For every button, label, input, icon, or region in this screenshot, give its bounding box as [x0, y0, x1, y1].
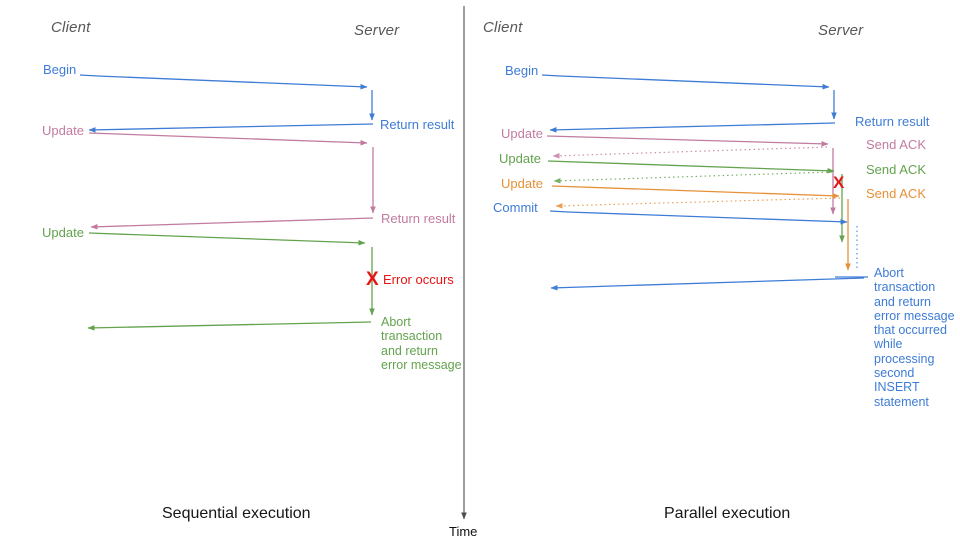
- par-update2-request-arrow: [547, 160, 835, 174]
- par-server-header: Server: [818, 22, 864, 39]
- seq-server-header: Server: [354, 22, 400, 39]
- par-ack3-label: Send ACK: [866, 186, 926, 201]
- par-ack3-arrow: [555, 197, 841, 209]
- par-update1-request-arrow: [546, 135, 829, 147]
- seq-update1-label: Update: [42, 123, 84, 138]
- par-return-result-arrow: [549, 122, 836, 133]
- seq-begin-label: Begin: [43, 62, 77, 77]
- par-update2-label: Update: [499, 151, 541, 166]
- par-ack2-label: Send ACK: [866, 162, 926, 177]
- seq-update1-request-arrow: [88, 132, 368, 146]
- par-update3-label: Update: [501, 176, 543, 191]
- par-return-result-label: Return result: [855, 114, 930, 129]
- seq-error-label: Error occurs: [383, 272, 454, 287]
- par-begin-label: Begin: [505, 63, 539, 78]
- par-commit-request-arrow: [549, 210, 848, 225]
- seq-return-result2-label: Return result: [381, 211, 456, 226]
- seq-caption: Sequential execution: [162, 505, 311, 522]
- sequential-arrows: [79, 74, 376, 331]
- par-abort-response-arrow: [550, 277, 865, 291]
- seq-return-result1-arrow: [88, 123, 374, 133]
- par-abort-label: Abort transaction and return error messa…: [874, 266, 955, 409]
- seq-update2-request-arrow: [88, 232, 366, 246]
- seq-update2-label: Update: [42, 225, 84, 240]
- par-commit-label: Commit: [493, 200, 538, 215]
- par-begin-request-arrow: [541, 74, 830, 90]
- par-ack1-label: Send ACK: [866, 137, 926, 152]
- time-axis-label: Time: [449, 524, 478, 539]
- par-update1-label: Update: [501, 126, 543, 141]
- parallel-arrows: [541, 74, 868, 291]
- seq-return-result2-arrow: [90, 217, 374, 230]
- seq-begin-request-arrow: [79, 74, 368, 90]
- par-ack2-arrow: [553, 171, 833, 184]
- par-ack1-arrow: [552, 146, 828, 159]
- seq-abort-label: Abort transaction and return error messa…: [381, 315, 462, 372]
- par-update3-request-arrow: [551, 185, 840, 199]
- par-client-header: Client: [483, 19, 523, 36]
- seq-error-x-icon: X: [366, 269, 379, 290]
- seq-abort-response-arrow: [87, 321, 372, 331]
- par-error-x-icon: X: [833, 173, 845, 192]
- seq-client-header: Client: [51, 19, 91, 36]
- par-caption: Parallel execution: [664, 505, 791, 522]
- seq-return-result1-label: Return result: [380, 117, 455, 132]
